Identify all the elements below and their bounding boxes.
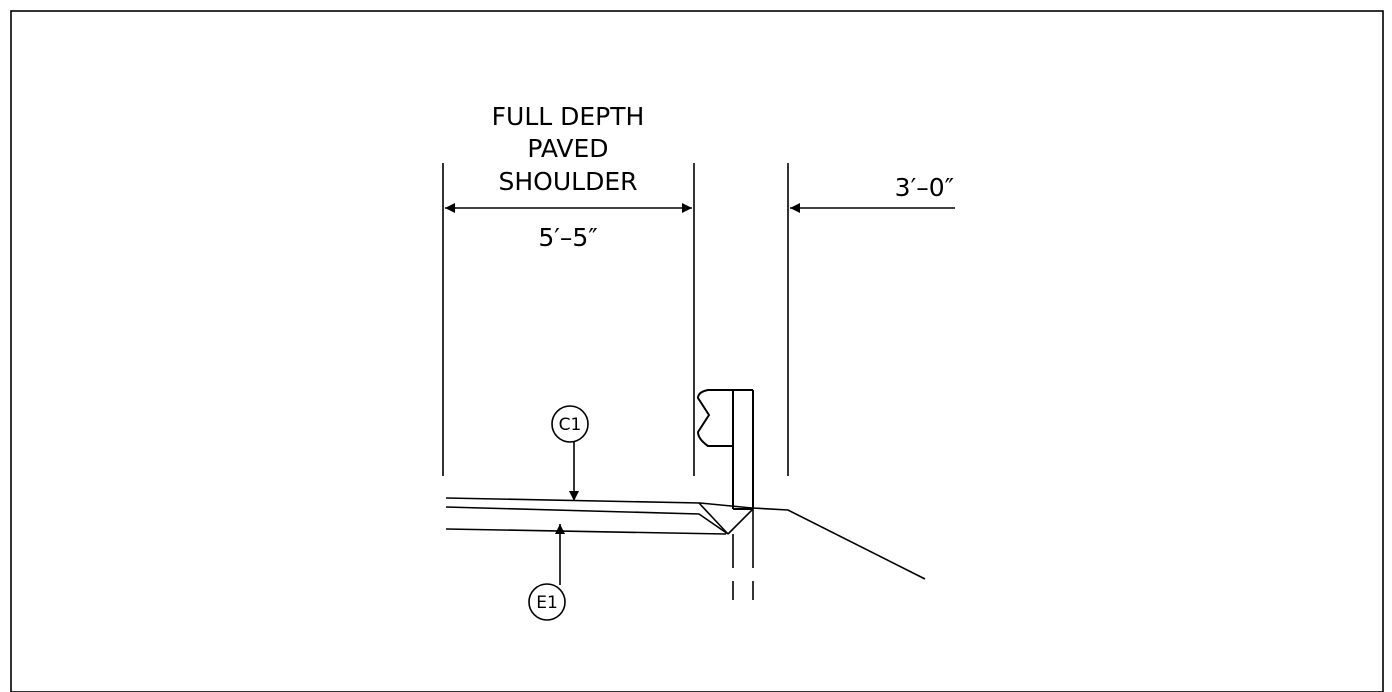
pavement-surface [445, 497, 926, 580]
pavement-base-line [445, 528, 727, 535]
sheet-border [10, 10, 1384, 692]
dimension-offset: 3′–0″ [895, 173, 954, 202]
callout-e1-bubble [528, 583, 566, 621]
title-line-2: PAVED [527, 134, 608, 163]
callout-e1-label: E1 [536, 593, 558, 613]
guardrail-post [727, 389, 754, 600]
pavement-wedge-line [698, 502, 729, 535]
title-line-3: SHOULDER [499, 167, 638, 196]
dimension-shoulder-width: 5′–5″ [538, 223, 597, 252]
callout-c1-label: C1 [559, 415, 582, 435]
title-line-1: FULL DEPTH [492, 102, 645, 131]
guardrail-w-beam [696, 389, 733, 447]
callout-c1-bubble [551, 405, 589, 443]
pavement-layer-interface [445, 506, 729, 535]
